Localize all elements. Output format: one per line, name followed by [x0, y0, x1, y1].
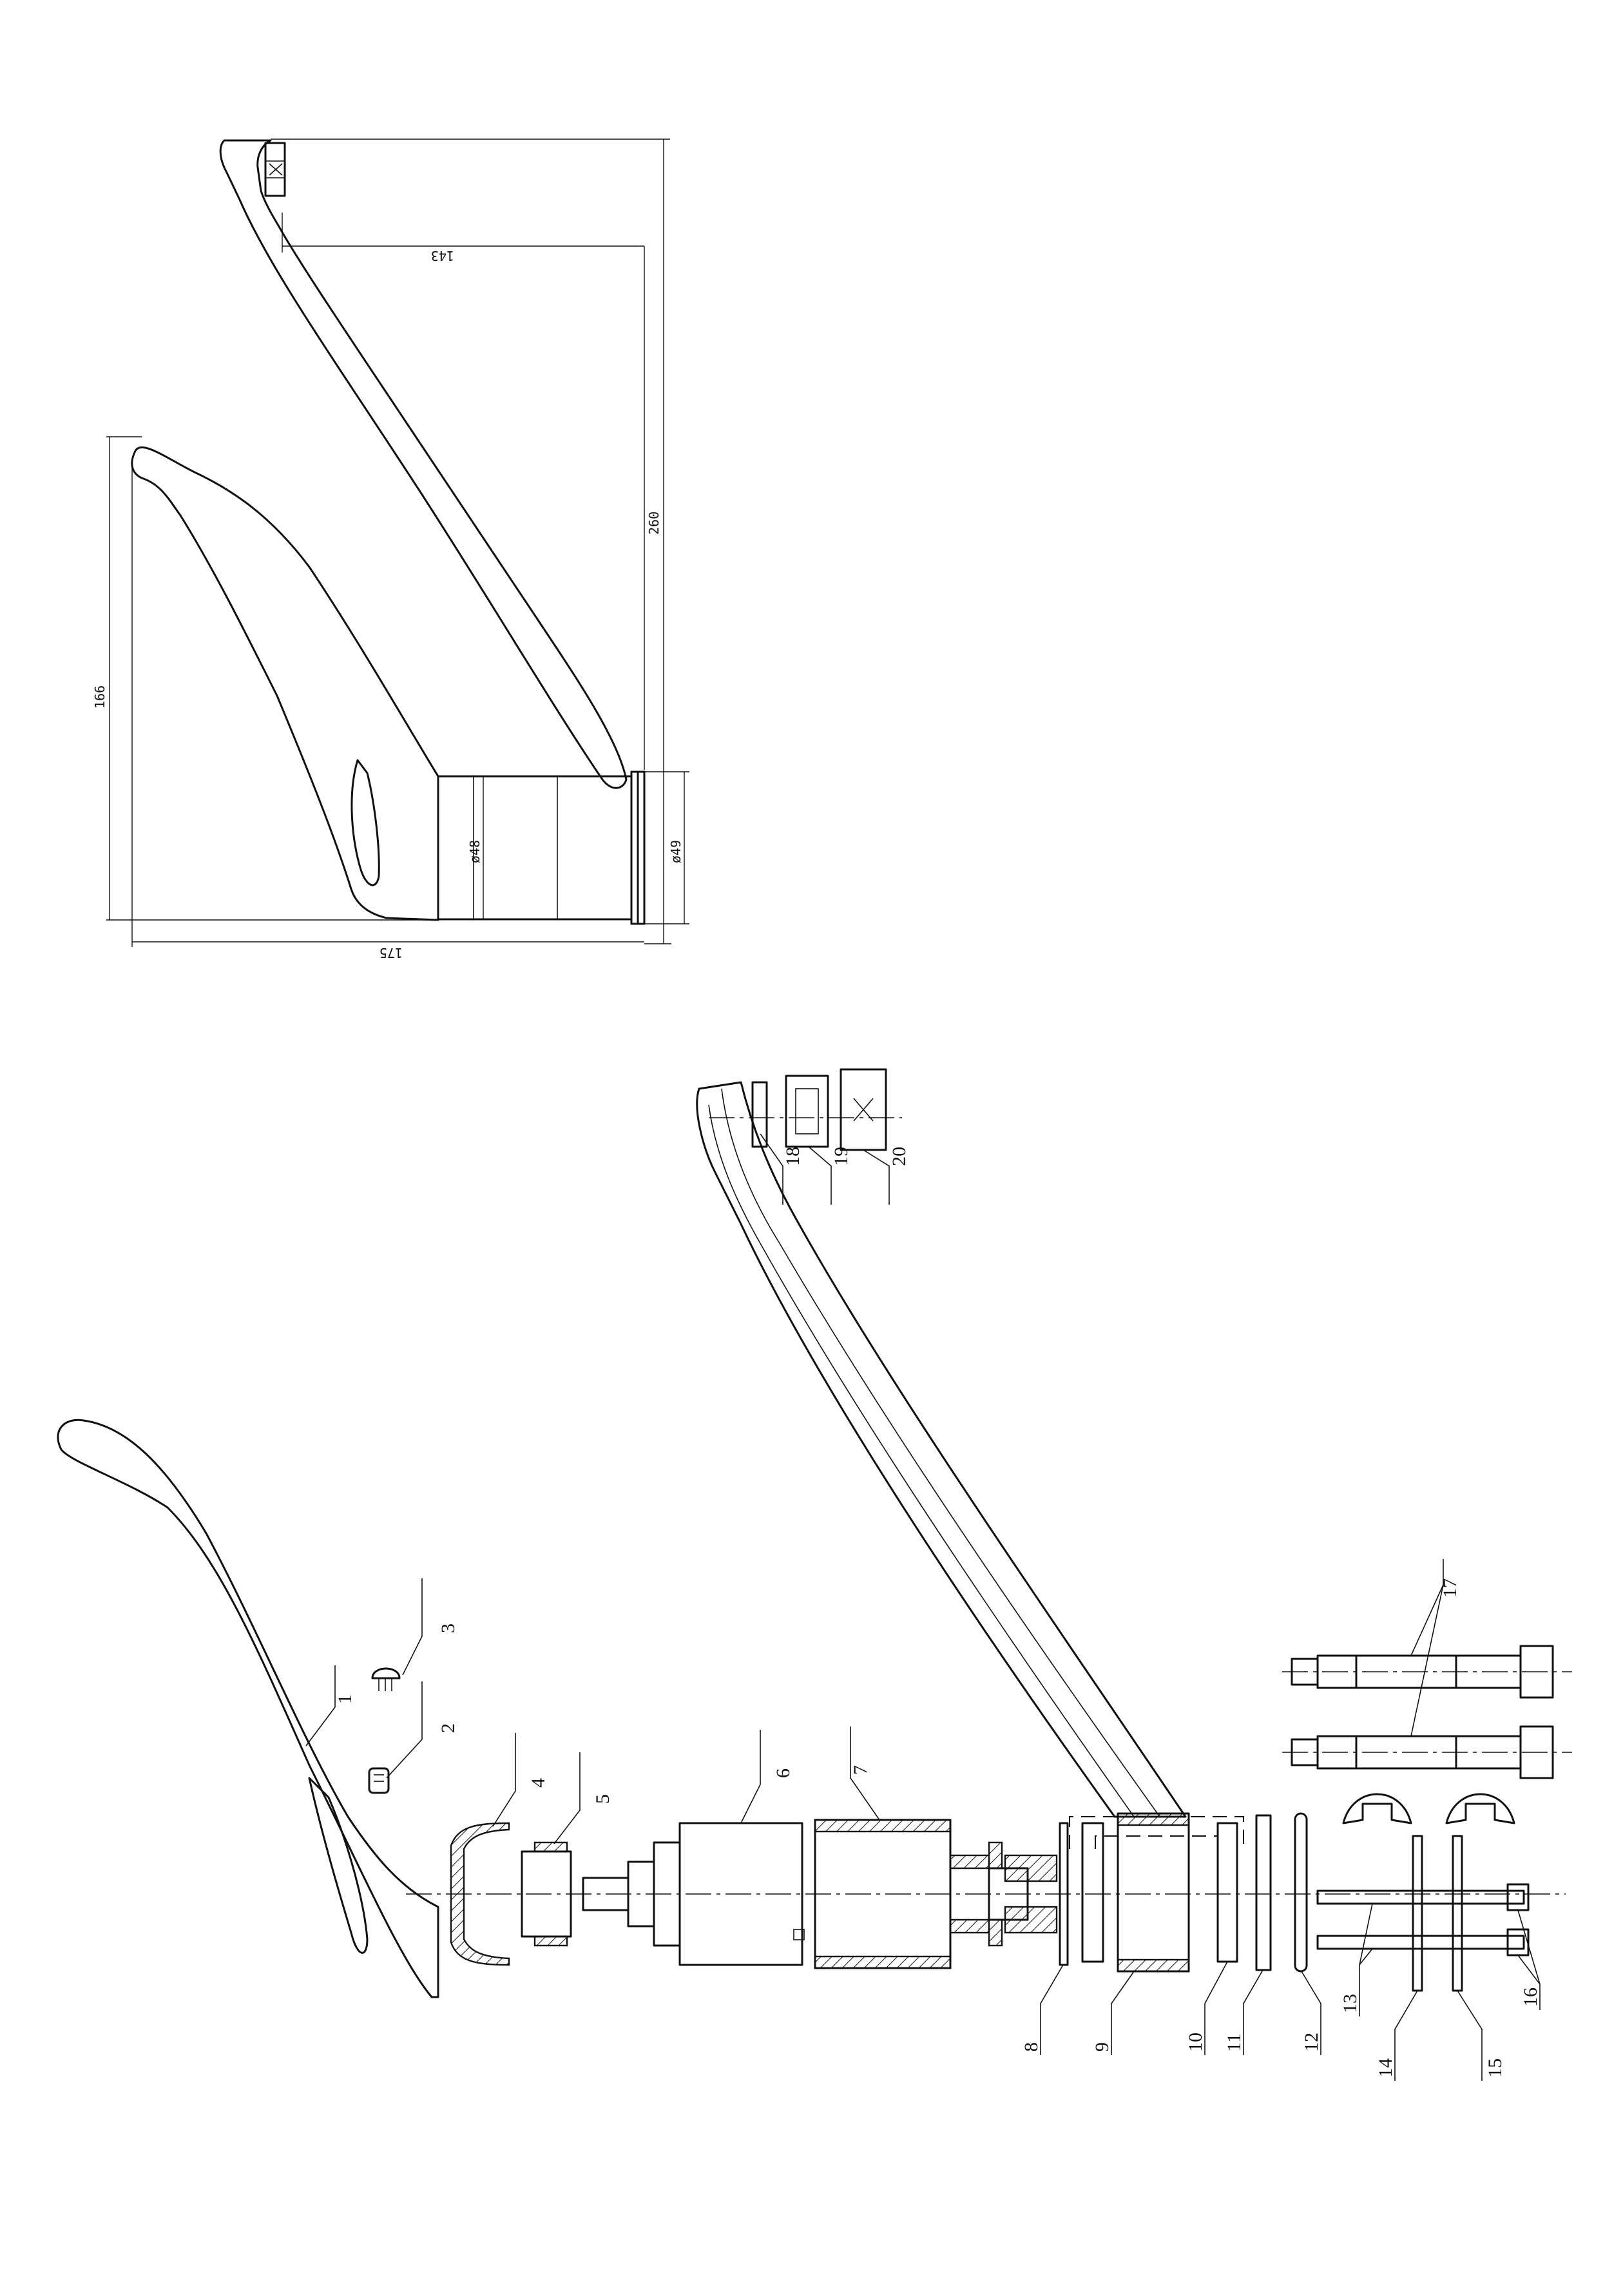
part-label-16: 16 — [1520, 1987, 1541, 2007]
part-7-body — [814, 1819, 1058, 1969]
dim-label-143: 143 — [431, 248, 454, 263]
part-label-4: 4 — [528, 1778, 549, 1788]
part-label-10: 10 — [1185, 2033, 1206, 2052]
part-label-11: 11 — [1224, 2033, 1245, 2052]
spout-dashed-outline — [1069, 1816, 1244, 1849]
dimension-143: 143 — [282, 213, 645, 770]
dimension-d49: ø49 — [644, 771, 689, 924]
lever-inner-curve — [351, 759, 380, 886]
part-16-nuts — [1506, 1883, 1530, 1956]
spout-aerator — [264, 142, 286, 197]
dim-label-d49: ø49 — [668, 840, 684, 863]
part-10-ring — [1216, 1822, 1238, 1963]
dimension-260: 260 — [271, 139, 671, 944]
exploded-spout — [696, 1081, 1187, 1818]
part-13-studs — [1316, 1889, 1525, 1950]
assembled-view: 143 260 166 175 ø48 — [92, 139, 689, 961]
part-label-18: 18 — [782, 1147, 803, 1166]
dimension-d48: ø48 — [467, 776, 484, 919]
part-label-5: 5 — [592, 1794, 613, 1804]
dimension-175: 175 — [131, 464, 644, 961]
part-17-braided-hoses — [1282, 1645, 1572, 1779]
lever-handle-outline — [131, 446, 439, 921]
part-label-7: 7 — [850, 1765, 871, 1775]
dim-label-260: 260 — [646, 512, 662, 535]
part-label-2: 2 — [437, 1723, 459, 1733]
part-label-12: 12 — [1301, 2033, 1322, 2052]
part-19-aerator-insert — [785, 1075, 829, 1148]
spout-outline — [219, 139, 628, 789]
part-1-lever-handle — [57, 1419, 439, 1998]
dim-label-d48: ø48 — [467, 840, 483, 863]
part-label-3: 3 — [437, 1623, 459, 1633]
part-label-1: 1 — [334, 1694, 356, 1704]
exploded-view: 1 2 3 4 5 6 7 8 9 10 11 12 13 — [57, 1068, 1572, 2081]
part-label-13: 13 — [1340, 1994, 1361, 2013]
part-label-20: 20 — [888, 1147, 910, 1166]
part-8-washer — [1059, 1822, 1069, 1966]
part-20-aerator-housing — [840, 1068, 887, 1151]
part-label-17: 17 — [1439, 1578, 1461, 1598]
part-12-o-ring — [1294, 1812, 1308, 1973]
part-label-15: 15 — [1484, 2058, 1506, 2078]
part-15-plate — [1445, 1793, 1515, 1992]
part-14-plate — [1342, 1793, 1423, 1992]
part-9-sleeve — [1081, 1812, 1190, 1973]
dim-label-166: 166 — [92, 685, 108, 709]
dimension-166: 166 — [92, 436, 438, 921]
part-3-cap — [371, 1667, 401, 1691]
dim-label-175: 175 — [379, 945, 403, 961]
part-5-ring-nut — [521, 1841, 572, 1947]
part-11-ring — [1255, 1814, 1272, 1971]
part-2-insert — [368, 1767, 390, 1794]
part-label-9: 9 — [1091, 2042, 1113, 2052]
part-leaders: 1 2 3 4 5 6 7 8 9 10 11 12 13 — [305, 1133, 1541, 2081]
part-label-8: 8 — [1021, 2042, 1042, 2052]
part-label-19: 19 — [831, 1147, 852, 1166]
part-4-bell-cover — [450, 1822, 510, 1966]
part-18-aerator-seal — [751, 1081, 768, 1148]
part-label-14: 14 — [1375, 2058, 1396, 2078]
part-label-6: 6 — [773, 1768, 794, 1778]
